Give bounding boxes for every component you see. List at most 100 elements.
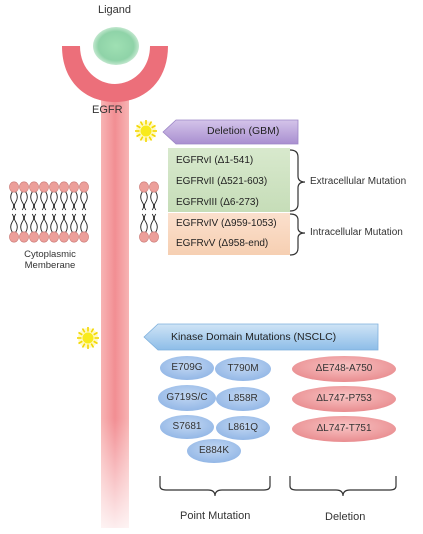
point-mutation-label: T790M bbox=[227, 363, 259, 374]
point-mutation-label: S7681 bbox=[172, 421, 202, 432]
deletion-label: ΔE748-A750 bbox=[315, 363, 373, 374]
lipid-tail bbox=[140, 191, 148, 211]
intracellular-brace bbox=[289, 213, 306, 256]
lipid-head bbox=[19, 231, 29, 243]
lipid-tail bbox=[40, 191, 48, 211]
extracellular-label: Extracellular Mutation bbox=[310, 176, 407, 187]
lipid-tail bbox=[60, 213, 68, 233]
point-mutation-label: L858R bbox=[228, 393, 258, 404]
membrane-label-line2: Memberane bbox=[24, 260, 76, 271]
sun-ray bbox=[136, 124, 141, 129]
sun-ray bbox=[81, 328, 86, 333]
lipid-tail bbox=[150, 191, 158, 211]
deletion-ellipse bbox=[292, 386, 396, 412]
sun-ray bbox=[148, 136, 153, 141]
lipid-head bbox=[59, 231, 69, 243]
lipid-tail bbox=[10, 213, 18, 233]
lipid-head bbox=[149, 231, 159, 243]
lipid-head bbox=[139, 181, 149, 193]
point-mutation-ellipse bbox=[160, 415, 214, 439]
sun-ray bbox=[93, 331, 98, 336]
lipid-head bbox=[9, 181, 19, 193]
intracellular-item: EGFRvIV (Δ959-1053) bbox=[176, 218, 277, 229]
lipid-head bbox=[49, 181, 59, 193]
sun-ray bbox=[78, 340, 83, 345]
point-mutation-label: E709G bbox=[171, 362, 203, 373]
extracellular-label-clip: Extracellular Mutation bbox=[310, 176, 423, 187]
extracellular-item: EGFRvII (Δ521-603) bbox=[176, 176, 268, 187]
point-mutation-brace bbox=[159, 476, 271, 497]
lipid-tail bbox=[30, 213, 38, 233]
lipid-head bbox=[149, 181, 159, 193]
intracellular-label-clip: Intracellular Mutation bbox=[310, 227, 423, 238]
point-mutation-ellipse bbox=[216, 387, 270, 411]
deletion-label: ΔL747-T751 bbox=[316, 423, 372, 434]
lipid-head bbox=[59, 181, 69, 193]
point-mutation-ellipse bbox=[160, 356, 214, 380]
lipid-tail bbox=[60, 191, 68, 211]
extracellular-list: EGFRvI (Δ1-541) EGFRvII (Δ521-603) EGFRv… bbox=[176, 150, 267, 213]
sun-ray bbox=[90, 343, 95, 348]
membrane-right bbox=[139, 181, 159, 243]
kinase-banner-label: Kinase Domain Mutations (NSCLC) bbox=[171, 331, 337, 343]
extracellular-item: EGFRvIII (Δ6-273) bbox=[176, 197, 259, 208]
ligand-label: Ligand bbox=[98, 4, 132, 16]
lipid-head bbox=[39, 231, 49, 243]
lipid-tail bbox=[40, 213, 48, 233]
point-mutation-label: G719S/C bbox=[166, 392, 208, 403]
sun-ray bbox=[151, 133, 156, 138]
sun-ray bbox=[139, 136, 144, 141]
kinase-banner bbox=[143, 323, 379, 351]
sun-ray bbox=[136, 133, 141, 138]
lipid-head bbox=[69, 231, 79, 243]
intracellular-item: EGFRvV (Δ958-end) bbox=[176, 238, 269, 249]
sun-ray bbox=[151, 124, 156, 129]
lipid-head bbox=[49, 231, 59, 243]
membrane-label: Cytoplasmic Memberane bbox=[18, 249, 82, 271]
extracellular-item: EGFRvI (Δ1-541) bbox=[176, 155, 254, 166]
lipid-head bbox=[139, 231, 149, 243]
sun-ray bbox=[139, 121, 144, 126]
lipid-head bbox=[39, 181, 49, 193]
intracellular-list: EGFRvIV (Δ959-1053) EGFRvV (Δ958-end) bbox=[176, 214, 277, 254]
lipid-head bbox=[79, 231, 89, 243]
ligand-blob bbox=[93, 27, 139, 65]
intracellular-label: Intracellular Mutation bbox=[310, 227, 403, 238]
membrane-left bbox=[9, 181, 89, 243]
lipid-tail bbox=[70, 213, 78, 233]
sun-ray bbox=[93, 340, 98, 345]
lipid-head bbox=[19, 181, 29, 193]
lipid-tail bbox=[80, 213, 88, 233]
sun-icon-top bbox=[135, 120, 157, 142]
sun-ray bbox=[78, 331, 83, 336]
point-mutation-group-label: Point Mutation bbox=[180, 510, 251, 522]
sun-core bbox=[82, 332, 94, 344]
sun-core bbox=[140, 125, 152, 137]
lipid-tail bbox=[20, 191, 28, 211]
lipid-head bbox=[29, 231, 39, 243]
deletion-ellipse bbox=[292, 416, 396, 442]
lipid-tail bbox=[20, 213, 28, 233]
lipid-head bbox=[69, 181, 79, 193]
extracellular-box bbox=[168, 148, 290, 212]
receptor-cup bbox=[62, 46, 168, 102]
deletion-banner bbox=[162, 119, 299, 145]
lipid-head bbox=[29, 181, 39, 193]
deletion-label: ΔL747-P753 bbox=[316, 393, 372, 404]
lipid-tail bbox=[80, 191, 88, 211]
point-mutation-label: L861Q bbox=[227, 422, 259, 433]
lipid-tail bbox=[140, 213, 148, 233]
deletion-brace bbox=[289, 476, 397, 497]
point-mutation-label: E884K bbox=[198, 445, 230, 456]
sun-ray bbox=[81, 343, 86, 348]
point-mutation-ellipse bbox=[187, 439, 241, 463]
lipid-tail bbox=[50, 191, 58, 211]
lipid-tail bbox=[30, 191, 38, 211]
sun-ray bbox=[90, 328, 95, 333]
lipid-head bbox=[79, 181, 89, 193]
lipid-tail bbox=[50, 213, 58, 233]
lipid-head bbox=[9, 231, 19, 243]
point-mutation-ellipse bbox=[158, 385, 216, 411]
